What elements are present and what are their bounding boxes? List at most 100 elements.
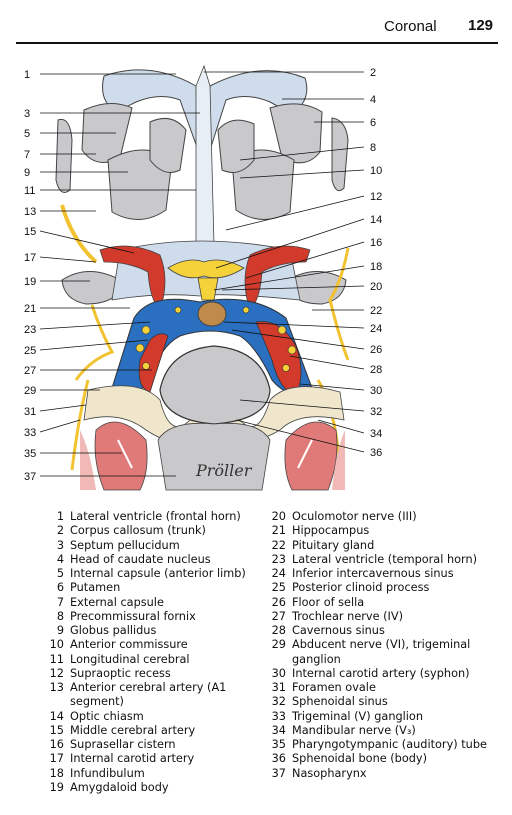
callout-label: 28 xyxy=(370,364,382,376)
legend-text: External capsule xyxy=(70,595,164,609)
page-number: 129 xyxy=(468,17,494,34)
legend-number: 20 xyxy=(271,510,286,523)
infundibulum xyxy=(197,277,219,301)
optic-chiasm xyxy=(167,259,245,279)
legend-number: 27 xyxy=(271,609,286,623)
legend-text: Amygdaloid body xyxy=(70,780,169,794)
callout-label: 34 xyxy=(370,428,382,440)
legend-text: Suprasellar cistern xyxy=(70,738,176,751)
legend-text: Internal carotid artery xyxy=(70,752,195,766)
callout-label: 18 xyxy=(370,261,382,273)
legend-number: 9 xyxy=(56,624,64,637)
callout-leader-line xyxy=(39,404,87,412)
callout-leader-line xyxy=(215,218,365,269)
callout-label: 32 xyxy=(370,406,382,418)
callout-leader-line xyxy=(299,383,365,391)
legend-number: 5 xyxy=(56,567,64,580)
legend-text: Internal carotid artery (syphon) xyxy=(292,666,470,680)
callout-leader-line xyxy=(289,355,365,370)
legend-item: 9 Globus pallidus xyxy=(40,624,262,638)
callout-leader-line xyxy=(39,339,149,351)
pharyngotympanic-tube xyxy=(284,421,338,491)
legend-item: 35 Pharyngotympanic (auditory) tube xyxy=(262,738,507,752)
legend-number: 29 xyxy=(271,638,286,652)
callout-label: 16 xyxy=(370,237,382,249)
legend-number: 15 xyxy=(49,723,64,737)
legend-text: Posterior clinoid process xyxy=(292,581,430,595)
callout-leader-line xyxy=(39,230,135,254)
callout-label: 6 xyxy=(370,117,376,129)
legend-item: 24 Inferior intercavernous sinus xyxy=(262,567,507,581)
callout-label: 35 xyxy=(24,448,36,460)
legend-text: Anterior cerebral artery (A1 segment) xyxy=(70,681,227,709)
legend-text: Oculomotor nerve (III) xyxy=(292,510,417,523)
legend-text: Inferior intercavernous sinus xyxy=(292,567,454,580)
legend-number: 31 xyxy=(271,681,286,694)
legend-number: 33 xyxy=(271,709,286,723)
legend-item: 16 Suprasellar cistern xyxy=(40,738,262,752)
callout-leader-line xyxy=(39,419,81,433)
callout-leader-line xyxy=(213,265,365,291)
legend-number: 12 xyxy=(49,666,64,680)
legend-item: 19 Amygdaloid body xyxy=(40,781,262,795)
legend-text: Longitudinal cerebral xyxy=(70,652,190,666)
legend-text: Optic chiasm xyxy=(70,709,144,723)
legend-number: 22 xyxy=(271,538,286,552)
legend-number: 24 xyxy=(271,567,286,580)
legend-number: 2 xyxy=(56,524,64,538)
callout-leader-line xyxy=(239,169,365,179)
callout-label: 22 xyxy=(370,305,382,317)
callout-leader-line xyxy=(221,285,365,291)
callout-label: 8 xyxy=(370,142,376,154)
callout-label: 25 xyxy=(24,345,36,357)
callout-label: 36 xyxy=(370,447,382,459)
brain-drawing xyxy=(55,62,370,491)
legend-number: 28 xyxy=(271,624,286,637)
callout-label: 11 xyxy=(24,185,35,197)
callout-label: 19 xyxy=(24,276,36,288)
callout-labels: 1357911131517192123252729313335372468101… xyxy=(24,67,382,483)
nasopharynx xyxy=(157,423,271,491)
legend-text: Sphenoidal bone (body) xyxy=(292,752,428,766)
pharyngotympanic-tube xyxy=(94,421,148,491)
legend-text: Lateral ventricle (temporal horn) xyxy=(292,552,478,566)
callout-leader-line xyxy=(239,399,365,412)
legend-text: Globus pallidus xyxy=(70,624,157,637)
legend-number: 36 xyxy=(271,752,286,766)
callout-label: 7 xyxy=(24,149,30,161)
callout-leader-line xyxy=(39,321,151,330)
callout-leader-line xyxy=(231,329,365,350)
legend-number: 19 xyxy=(49,780,64,794)
middle-cerebral-artery xyxy=(244,245,311,311)
legend-text: Precommissural fornix xyxy=(70,609,196,623)
legend-text: Pituitary gland xyxy=(292,538,375,552)
callout-label: 17 xyxy=(24,252,36,264)
callout-label: 30 xyxy=(370,385,382,397)
legend-item: 22 Pituitary gland xyxy=(262,539,507,553)
legend-number: 16 xyxy=(49,738,64,751)
artist-signature: Pröller xyxy=(195,461,253,480)
legend-text: Pharyngotympanic (auditory) tube xyxy=(292,738,487,751)
legend-number: 35 xyxy=(271,738,286,751)
legend-number: 8 xyxy=(56,609,64,623)
legend-number: 4 xyxy=(56,552,64,566)
callout-leader-line xyxy=(39,256,97,263)
callout-label: 27 xyxy=(24,365,36,377)
